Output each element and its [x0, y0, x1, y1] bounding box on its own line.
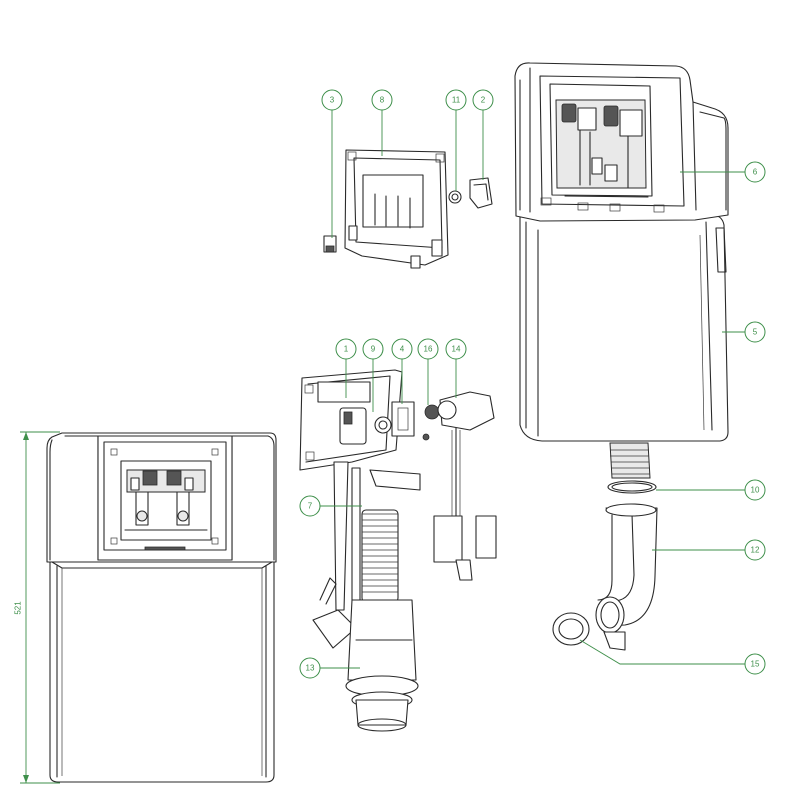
flush-valve-assembly	[312, 461, 421, 732]
callout-8: 8	[371, 89, 393, 111]
svg-text:16: 16	[424, 345, 433, 354]
callout-11: 11	[445, 89, 467, 111]
svg-text:3: 3	[330, 96, 335, 105]
cistern-front-view	[46, 432, 277, 783]
valve-clips	[448, 177, 493, 209]
svg-text:12: 12	[751, 546, 760, 555]
svg-text:8: 8	[380, 96, 385, 105]
fill-valve-assembly	[339, 391, 497, 581]
callout-13: 13	[299, 657, 321, 679]
cistern-isometric	[514, 62, 729, 479]
callout-12: 12	[744, 539, 766, 561]
svg-text:15: 15	[751, 660, 760, 669]
callout-15: 15	[744, 653, 766, 675]
callout-3: 3	[321, 89, 343, 111]
callout-4: 4	[391, 338, 413, 360]
callout-9: 9	[362, 338, 384, 360]
callout-10: 10	[744, 479, 766, 501]
svg-text:7: 7	[308, 502, 313, 511]
callout-6: 6	[744, 161, 766, 183]
height-dimension: 521	[14, 431, 60, 784]
svg-text:4: 4	[400, 345, 405, 354]
callout-2: 2	[472, 89, 494, 111]
callout-5: 5	[744, 321, 766, 343]
frame-bracket-top	[323, 149, 449, 269]
flush-elbow-pipe	[595, 503, 658, 651]
leader-lines	[320, 110, 745, 669]
svg-text:11: 11	[452, 96, 461, 105]
callout-1: 1	[335, 338, 357, 360]
seal-ring	[607, 480, 657, 494]
svg-text:10: 10	[751, 486, 760, 495]
callout-7: 7	[299, 495, 321, 517]
svg-text:9: 9	[371, 345, 376, 354]
callout-16: 16	[417, 338, 439, 360]
callout-14: 14	[445, 338, 467, 360]
svg-text:13: 13	[306, 664, 315, 673]
svg-text:5: 5	[753, 328, 758, 337]
svg-text:2: 2	[481, 96, 486, 105]
svg-text:6: 6	[753, 168, 758, 177]
svg-text:14: 14	[452, 345, 461, 354]
height-dimension-label: 521	[14, 601, 23, 615]
svg-text:1: 1	[344, 345, 349, 354]
outlet-ring	[552, 612, 590, 646]
